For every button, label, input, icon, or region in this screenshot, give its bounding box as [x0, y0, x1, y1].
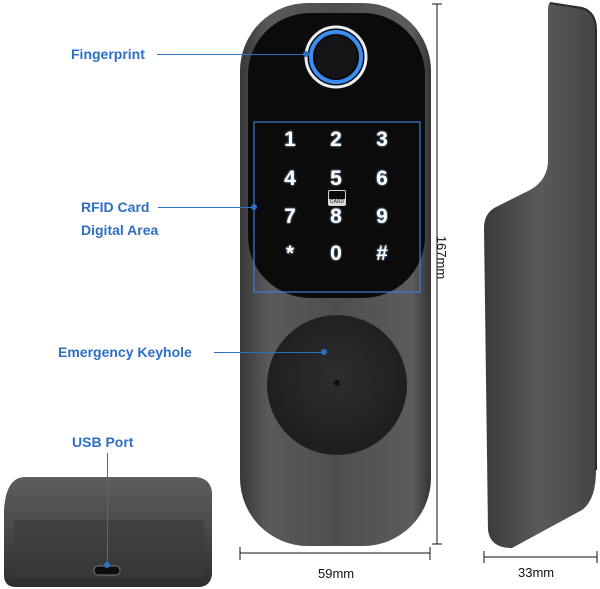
lock-side-profile: [484, 3, 596, 548]
key-5: 5: [330, 167, 342, 190]
key-0: 0: [330, 242, 342, 265]
depth-dimension: 33mm: [518, 565, 555, 580]
fingerprint-label: Fingerprint: [71, 46, 145, 62]
key-6: 6: [376, 167, 388, 190]
keyhole-icon: [334, 380, 340, 386]
card-icon-text: CARD: [329, 199, 345, 205]
key-star: *: [285, 242, 295, 265]
fingerprint-glow-ring: [309, 30, 363, 84]
key-9: 9: [376, 205, 388, 228]
keyhole-dot: [321, 349, 327, 355]
rfid-dot: [251, 204, 257, 210]
emergency-keyhole-label: Emergency Keyhole: [58, 344, 192, 360]
height-dimension: 167mm: [434, 235, 450, 280]
keyhole-leader: [214, 352, 324, 353]
key-1: 1: [284, 128, 296, 151]
fingerprint-sensor-ring: [304, 25, 368, 89]
key-4: 4: [284, 167, 296, 190]
key-8: 8: [330, 205, 342, 228]
touch-panel: [248, 13, 425, 298]
key-2: 2: [330, 128, 342, 151]
key-3: 3: [376, 128, 388, 151]
key-7: 7: [284, 205, 296, 228]
usb-port-label: USB Port: [72, 434, 134, 450]
rfid-card-label: RFID Card: [81, 199, 150, 215]
fingerprint-dot: [303, 51, 309, 57]
width-dimension: 59mm: [318, 566, 355, 581]
usb-leader: [107, 453, 108, 564]
key-hash: #: [376, 242, 388, 265]
card-icon: CARD: [328, 190, 346, 206]
fingerprint-leader: [157, 54, 306, 55]
rfid-leader: [158, 207, 255, 208]
usb-dot: [104, 562, 110, 568]
digital-area-label: Digital Area: [81, 222, 159, 238]
fingerprint-sensor-icon: [315, 36, 357, 78]
